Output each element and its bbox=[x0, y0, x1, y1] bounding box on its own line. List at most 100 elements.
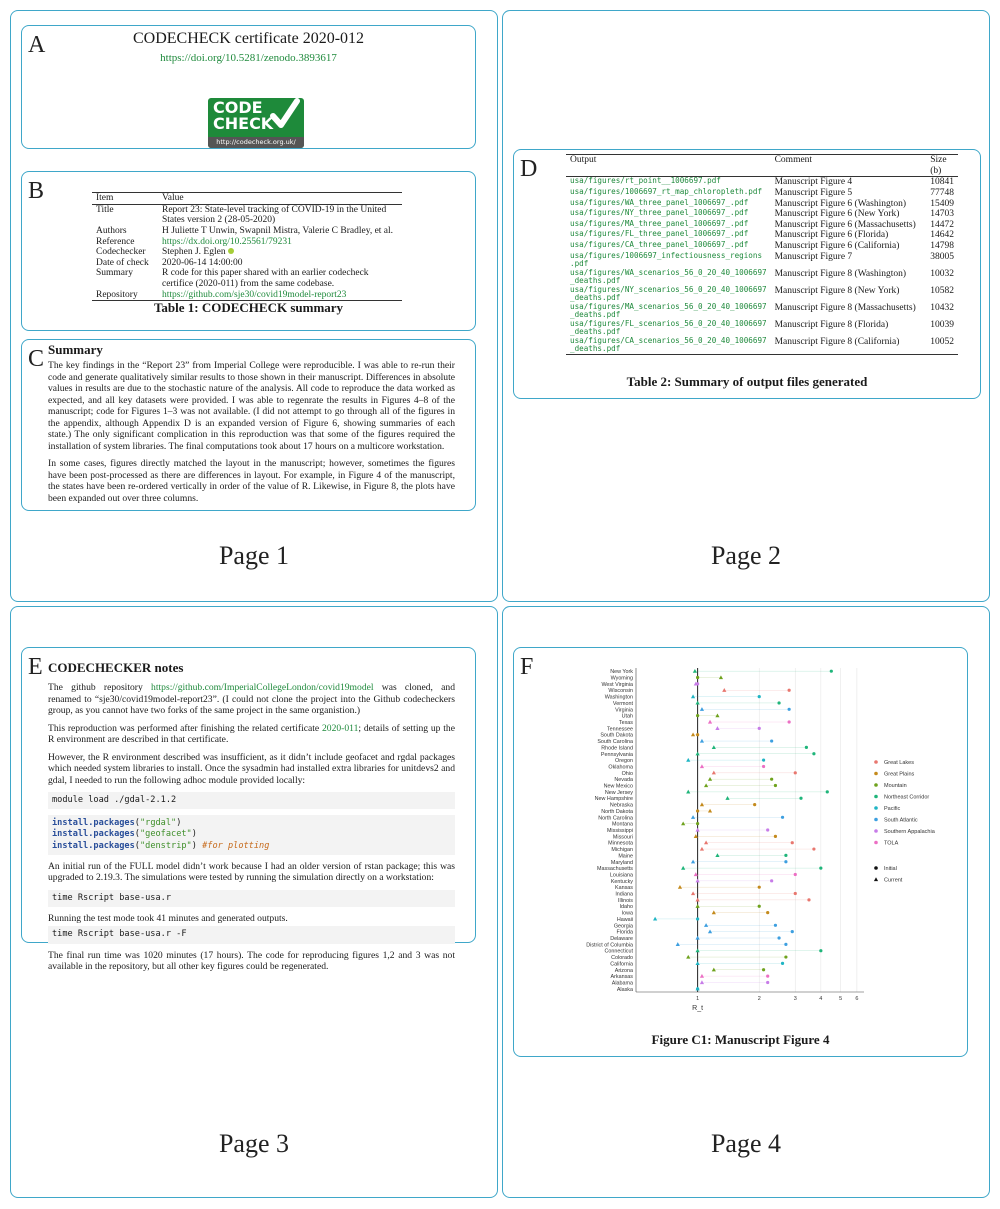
output-comment: Manuscript Figure 6 (New York) bbox=[774, 209, 900, 220]
state-label: Indiana bbox=[615, 892, 633, 898]
legend-initial-symbol bbox=[874, 866, 878, 870]
state-label: Pennsylvania bbox=[601, 752, 633, 758]
reference-link[interactable]: https://dx.doi.org/10.25561/79231 bbox=[162, 236, 292, 247]
orcid-icon[interactable] bbox=[227, 248, 234, 255]
code-line: install.packages("geofacet") bbox=[52, 829, 197, 840]
table-header: Value bbox=[162, 193, 184, 203]
panel-letter: D bbox=[520, 156, 538, 182]
state-label: Virginia bbox=[615, 707, 633, 713]
initial-point bbox=[757, 726, 761, 730]
output-size: 10032 bbox=[930, 268, 954, 279]
summary-paragraph: In some cases, figures directly matched … bbox=[48, 458, 455, 504]
code-string: "rgdal" bbox=[139, 818, 177, 829]
current-point bbox=[681, 821, 686, 826]
text: This reproduction was performed after fi… bbox=[48, 722, 322, 734]
legend-label: Great Plains bbox=[884, 772, 915, 778]
state-label: South Dakota bbox=[600, 733, 633, 739]
current-point bbox=[725, 796, 730, 800]
code-function: install.packages bbox=[52, 818, 135, 829]
output-file-link[interactable]: usa/figures/FL_scenarios_56_0_20_40_1006… bbox=[570, 318, 767, 337]
initial-point bbox=[696, 733, 700, 737]
notes-paragraph: This reproduction was performed after fi… bbox=[48, 723, 455, 746]
output-comment: Manuscript Figure 8 (New York) bbox=[774, 285, 900, 296]
code-block: time Rscript base-usa.r bbox=[48, 889, 455, 907]
row-item: Title bbox=[96, 204, 114, 215]
current-point bbox=[699, 707, 705, 711]
text: was cloned, and renamed to “sje30/covid1… bbox=[48, 682, 455, 716]
output-file-link[interactable]: usa/figures/NY_three_panel_1006697_.pdf bbox=[570, 208, 749, 218]
state-label: Ohio bbox=[622, 771, 633, 777]
output-file-link[interactable]: usa/figures/CA_three_panel_1006697_.pdf bbox=[570, 240, 749, 249]
initial-point bbox=[777, 936, 781, 940]
panel-a: A CODECHECK certificate 2020-012 https:/… bbox=[21, 25, 476, 149]
code-function: install.packages bbox=[52, 829, 135, 840]
summary-paragraph: The key findings in the “Report 23” from… bbox=[48, 360, 455, 452]
state-label: Massachusetts bbox=[597, 866, 633, 872]
state-label: Colorado bbox=[611, 955, 633, 961]
output-file-link[interactable]: usa/figures/rt_point__1006697.pdf bbox=[570, 176, 721, 186]
current-point bbox=[686, 954, 691, 959]
current-point bbox=[690, 815, 696, 819]
size-unit: (b) bbox=[930, 165, 942, 176]
initial-point bbox=[770, 879, 774, 883]
initial-point bbox=[766, 828, 770, 832]
output-file-link[interactable]: usa/figures/WA_three_panel_1006697_.pdf bbox=[570, 197, 749, 207]
current-point bbox=[718, 675, 724, 680]
output-file-link[interactable]: usa/figures/MA_three_panel_1006697_.pdf bbox=[570, 218, 749, 228]
current-point bbox=[711, 910, 716, 915]
state-label: South Carolina bbox=[597, 739, 633, 745]
state-label: Georgia bbox=[614, 923, 633, 929]
state-label: Mississippi bbox=[607, 828, 633, 834]
output-file-link[interactable]: usa/figures/1006697_infectiousness_regio… bbox=[570, 250, 763, 269]
output-comment: Manuscript Figure 5 bbox=[774, 187, 853, 198]
legend-swatch bbox=[874, 806, 878, 810]
code-string: "denstrip" bbox=[139, 840, 192, 851]
repo-link[interactable]: https://github.com/ImperialCollegeLondon… bbox=[151, 682, 374, 693]
text: ; details of setting up the R environmen… bbox=[48, 722, 455, 746]
current-point bbox=[699, 973, 705, 978]
current-point bbox=[653, 916, 658, 921]
legend-label: Current bbox=[884, 878, 903, 884]
code-block: time Rscript base-usa.r -F bbox=[48, 926, 455, 944]
output-file-link[interactable]: usa/figures/MA_scenarios_56_0_20_40_1006… bbox=[570, 301, 767, 320]
initial-point bbox=[761, 758, 766, 762]
table-row: usa/figures/FL_scenarios_56_0_20_40_1006… bbox=[566, 318, 958, 337]
current-point bbox=[690, 859, 696, 864]
current-point bbox=[690, 732, 696, 737]
output-file-link[interactable]: usa/figures/FL_three_panel_1006697_.pdf bbox=[570, 229, 749, 239]
state-label: Utah bbox=[622, 714, 633, 720]
state-label: California bbox=[610, 961, 633, 967]
repository-link[interactable]: https://github.com/sje30/covid19model-re… bbox=[162, 289, 347, 300]
state-label: Alaska bbox=[617, 987, 633, 993]
x-tick-label: 5 bbox=[839, 996, 842, 1002]
output-file-link[interactable]: usa/figures/CA_scenarios_56_0_20_40_1006… bbox=[570, 335, 767, 354]
panel-letter: B bbox=[28, 178, 45, 204]
initial-point bbox=[773, 834, 778, 838]
output-file-link[interactable]: usa/figures/1006697_rt_map_chloropleth.p… bbox=[570, 186, 763, 196]
state-label: Kansas bbox=[615, 885, 633, 891]
output-comment: Manuscript Figure 6 (Florida) bbox=[774, 230, 889, 241]
code-function: install.packages bbox=[52, 840, 135, 851]
notes-body: The github repository https://github.com… bbox=[48, 682, 455, 979]
current-point bbox=[695, 986, 700, 991]
certificate-doi-link[interactable]: https://doi.org/10.5281/zenodo.3893617 bbox=[160, 52, 337, 64]
current-point bbox=[686, 757, 691, 762]
row-item: Date of check bbox=[96, 257, 149, 268]
initial-point bbox=[757, 885, 761, 889]
certificate-link[interactable]: 2020-011 bbox=[321, 722, 359, 734]
notes-paragraph: The github repository https://github.com… bbox=[48, 682, 455, 717]
output-file-link[interactable]: usa/figures/WA_scenarios_56_0_20_40_1006… bbox=[570, 267, 767, 286]
page-label: Page 1 bbox=[218, 541, 290, 570]
current-point bbox=[707, 808, 713, 813]
table-row: usa/figures/WA_scenarios_56_0_20_40_1006… bbox=[566, 267, 958, 286]
initial-point bbox=[696, 714, 700, 718]
output-file-link[interactable]: usa/figures/NY_scenarios_56_0_20_40_1006… bbox=[570, 284, 767, 303]
current-point bbox=[695, 751, 700, 756]
size-header: Size bbox=[930, 155, 947, 165]
initial-point bbox=[757, 694, 761, 699]
